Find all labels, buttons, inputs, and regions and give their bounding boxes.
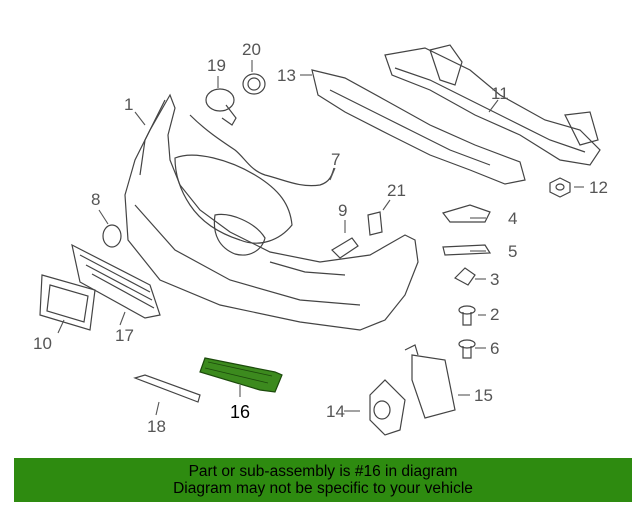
callout-11: 11 bbox=[491, 84, 509, 103]
callout-1: 1 bbox=[124, 95, 133, 114]
callout-4: 4 bbox=[508, 209, 517, 228]
parts-diagram: 1 2 3 4 5 6 7 8 9 10 11 12 13 14 15 16 1… bbox=[33, 40, 608, 436]
info-banner: Part or sub-assembly is #16 in diagram D… bbox=[14, 458, 632, 502]
part-14-sensor bbox=[369, 379, 406, 436]
part-10-plate-bracket bbox=[39, 274, 96, 331]
part-21-bracket bbox=[367, 211, 383, 236]
part-15-module bbox=[404, 344, 456, 419]
callout-12: 12 bbox=[589, 178, 608, 197]
banner-line-2: Diagram may not be specific to your vehi… bbox=[173, 480, 473, 497]
part-6-bolt bbox=[458, 339, 476, 359]
callout-3: 3 bbox=[490, 270, 499, 289]
callouts: 1 2 3 4 5 6 7 8 9 10 11 12 13 14 15 16 1… bbox=[33, 40, 608, 436]
part-9-tow-cover bbox=[331, 237, 359, 259]
callout-6: 6 bbox=[490, 339, 499, 358]
callout-13: 13 bbox=[277, 66, 296, 85]
part-1-bumper-cover bbox=[124, 93, 419, 331]
part-16-shape bbox=[199, 357, 283, 393]
part-20-ring bbox=[242, 73, 266, 95]
part-18-trim-strip bbox=[133, 374, 201, 403]
part-8-cap bbox=[102, 224, 122, 248]
banner-line-1: Part or sub-assembly is #16 in diagram bbox=[188, 463, 458, 480]
part-17-grille bbox=[71, 243, 161, 319]
leader-lines bbox=[57, 60, 584, 416]
callout-16: 16 bbox=[230, 402, 250, 422]
callout-10: 10 bbox=[33, 334, 52, 353]
callout-14: 14 bbox=[326, 402, 345, 421]
part-16-highlighted-trim bbox=[199, 357, 283, 393]
callout-21: 21 bbox=[387, 181, 406, 200]
part-2-bolt bbox=[458, 305, 476, 326]
callout-8: 8 bbox=[91, 190, 100, 209]
callout-17: 17 bbox=[115, 326, 134, 345]
part-12-nut bbox=[549, 177, 571, 198]
part-5-bracket bbox=[442, 244, 492, 256]
callout-19: 19 bbox=[207, 56, 226, 75]
part-3-clip bbox=[454, 267, 476, 286]
callout-18: 18 bbox=[147, 417, 166, 436]
callout-15: 15 bbox=[474, 386, 493, 405]
callout-9: 9 bbox=[338, 201, 347, 220]
part-11-reinforcement-beam bbox=[384, 44, 601, 166]
part-7-harness bbox=[189, 114, 335, 187]
callout-7: 7 bbox=[331, 150, 340, 169]
part-4-bracket bbox=[441, 204, 491, 223]
callout-5: 5 bbox=[508, 242, 517, 261]
callout-2: 2 bbox=[490, 305, 499, 324]
part-13-absorber bbox=[311, 69, 526, 185]
part-19-sensor bbox=[205, 88, 237, 126]
callout-20: 20 bbox=[242, 40, 261, 59]
